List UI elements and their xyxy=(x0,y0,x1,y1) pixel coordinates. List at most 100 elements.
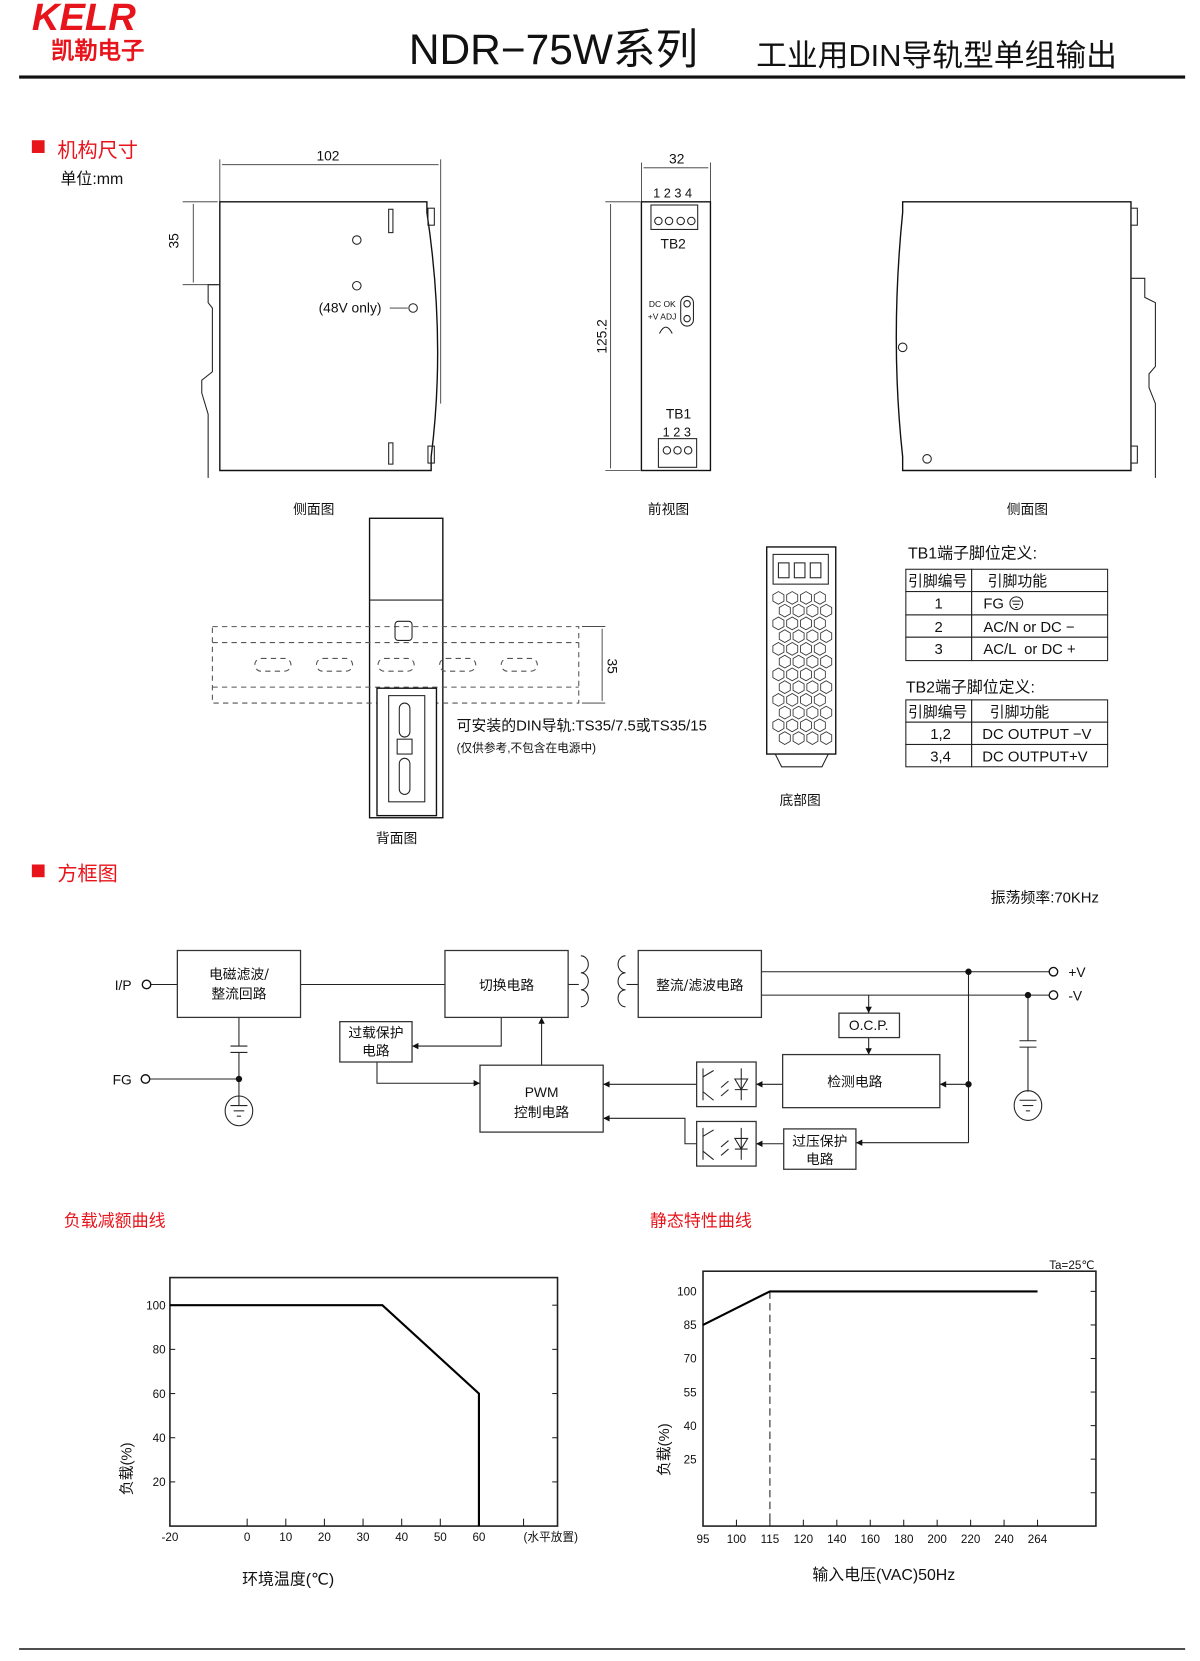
vent-hole xyxy=(786,591,799,605)
vent-hole xyxy=(806,705,819,720)
tb2-row-pin: 3,4 xyxy=(930,749,951,765)
rail-note: 可安装的DIN导轨:TS35/7.5或TS35/15 xyxy=(457,718,707,735)
vminus-terminal xyxy=(1048,990,1059,1001)
v-adj-label: +V ADJ xyxy=(648,312,677,322)
overload-block xyxy=(339,1021,413,1063)
vent-hole xyxy=(772,616,785,631)
vent-hole xyxy=(820,629,833,644)
vent-hole xyxy=(772,693,785,707)
x-tick-label: 50 xyxy=(434,1531,447,1544)
tb2-row-pin: 1,2 xyxy=(930,727,951,743)
x-tick-label: 220 xyxy=(961,1533,981,1546)
logo: KELR xyxy=(32,0,136,39)
tb1-row-pin: 2 xyxy=(935,620,943,636)
overload-label-1: 过载保护 xyxy=(348,1026,403,1042)
y-tick-label: 100 xyxy=(677,1286,697,1299)
back-view: 35 可安装的DIN导轨:TS35/7.5或TS35/15 (仅供参考,不包含在… xyxy=(211,517,707,846)
vent-hole xyxy=(813,693,826,707)
vent-hole xyxy=(792,731,805,745)
x-tick-label: 60 xyxy=(472,1531,485,1544)
oscillation-frequency: 振荡频率:70KHz xyxy=(991,890,1099,907)
vent-hole xyxy=(800,693,812,707)
fg-terminal xyxy=(140,1074,151,1084)
vent-hole xyxy=(820,654,833,669)
tb2-pin-numbers: 1 2 3 4 xyxy=(653,186,692,201)
vplus-terminal xyxy=(1048,966,1059,977)
x-tick-label: 160 xyxy=(861,1533,881,1546)
detection-block xyxy=(782,1053,941,1109)
section-marker xyxy=(31,140,45,153)
header: KELR 凯勒电子 NDR−75W系列 工业用DIN导轨型单组输出 xyxy=(19,0,1186,79)
vent-hole xyxy=(792,629,805,644)
fg-label: FG xyxy=(113,1072,132,1087)
optocoupler-icon xyxy=(696,1120,757,1167)
vent-hole xyxy=(806,680,819,694)
switching-label: 切换电路 xyxy=(479,977,534,994)
dim-35: 35 xyxy=(166,233,181,249)
vent-hole xyxy=(778,705,791,720)
page-title: NDR−75W系列 xyxy=(409,26,698,73)
dc-ok-label: DC OK xyxy=(649,299,676,309)
y-tick-label: 100 xyxy=(146,1299,166,1312)
vent-hole xyxy=(813,667,826,682)
x-tick-label: 140 xyxy=(827,1533,847,1546)
caption-bottom: 底部图 xyxy=(779,793,820,808)
vent-hole xyxy=(820,603,833,618)
block-diagram-section: 方框图 振荡频率:70KHz xyxy=(31,862,1099,1170)
rectifier-label: 整流/滤波电路 xyxy=(656,978,744,994)
switching-block xyxy=(444,949,569,1019)
dim-102: 102 xyxy=(316,148,339,163)
pwm-label-2: 控制电路 xyxy=(514,1105,569,1121)
vent-hole xyxy=(778,731,791,745)
vent-hole xyxy=(806,654,819,669)
x-tick-label: 10 xyxy=(279,1531,292,1544)
y-tick-label: 40 xyxy=(153,1432,166,1445)
rectifier-block xyxy=(637,949,763,1019)
derating-line xyxy=(169,1304,481,1527)
tb1-title: TB1端子脚位定义: xyxy=(908,545,1037,563)
static-line xyxy=(702,1290,1038,1326)
chart-annotation: Ta=25℃ xyxy=(1049,1259,1094,1272)
ground-icon xyxy=(1013,1090,1043,1121)
emi-filter-block xyxy=(176,949,302,1019)
x-axis-label: 环境温度(℃) xyxy=(242,1569,334,1588)
ovp-label-1: 过压保护 xyxy=(792,1134,847,1150)
section-title-block: 方框图 xyxy=(57,862,117,885)
rail-dim-35: 35 xyxy=(604,658,619,674)
vent-hole xyxy=(778,603,791,618)
ovp-label-2: 电路 xyxy=(806,1152,834,1168)
y-tick-label: 80 xyxy=(153,1344,166,1357)
caption-front: 前视图 xyxy=(648,501,689,517)
vent-hole xyxy=(786,642,799,656)
tb1-row-pin: 1 xyxy=(935,597,943,613)
vent-hole xyxy=(820,680,833,694)
y-tick-label: 85 xyxy=(684,1319,697,1332)
vent-hole xyxy=(820,705,833,720)
plot-frame xyxy=(702,1270,1097,1527)
x-tick-label: 40 xyxy=(395,1531,408,1544)
unit-label: 单位:mm xyxy=(61,170,124,188)
tb2-header-pin: 引脚编号 xyxy=(908,704,967,721)
ocp-label: O.C.P. xyxy=(849,1018,889,1033)
section-title-mechanical: 机构尺寸 xyxy=(57,139,138,162)
tb2-label: TB2 xyxy=(661,237,686,252)
x-tick-label: 95 xyxy=(697,1533,710,1546)
input-terminal xyxy=(141,979,152,990)
vent-hole xyxy=(806,629,819,644)
vent-hole xyxy=(806,731,819,745)
vent-hole xyxy=(792,705,805,720)
optocoupler-icon xyxy=(696,1061,757,1108)
x-tick-label: -20 xyxy=(161,1531,178,1544)
vent-hole xyxy=(792,680,805,694)
y-axis-label: 负载(%) xyxy=(119,1442,136,1495)
ground-icon xyxy=(224,1095,254,1127)
dim-125-2: 125.2 xyxy=(594,319,609,354)
vent-hole xyxy=(800,616,812,631)
x-tick-label: 0 xyxy=(244,1531,251,1544)
emi-label-2: 整流回路 xyxy=(211,986,266,1002)
vent-hole xyxy=(792,654,805,669)
x-tick-label: 30 xyxy=(357,1531,370,1544)
tb1-row-function: FG xyxy=(983,597,1004,613)
mechanical-section: 机构尺寸 单位:mm 102 35 (48V only) 侧面图 32 xyxy=(31,139,1156,846)
